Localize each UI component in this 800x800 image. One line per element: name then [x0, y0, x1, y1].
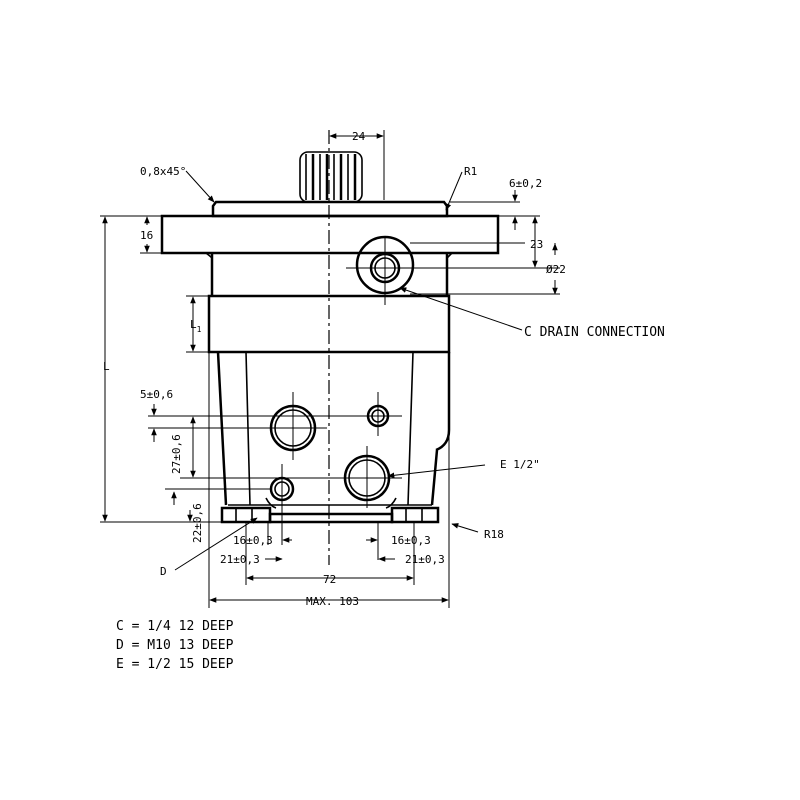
mounting-flange: [160, 214, 500, 255]
ports: [260, 235, 425, 545]
dim-shaft-offset: 24: [352, 130, 366, 143]
callout-port-d: D: [160, 565, 167, 578]
output-shaft: [299, 151, 363, 203]
dim-drain-height: 23: [530, 238, 543, 251]
dim-port-vertical-a: 27±0,6: [170, 434, 183, 474]
dim-chamfer: 0,8x45°: [140, 165, 186, 178]
port-e-upper: [260, 392, 327, 460]
legend-line-c: C = 1/4 12 DEEP: [116, 619, 234, 634]
dim-overall-length: L: [103, 360, 110, 373]
callout-port-e: E 1/2": [500, 458, 540, 471]
legend: C = 1/4 12 DEEP D = M10 13 DEEP E = 1/2 …: [116, 619, 234, 672]
port-e-lower: [333, 446, 402, 508]
dimension-lines: [100, 130, 560, 608]
dim-drain-diameter: Ø22: [546, 263, 566, 276]
pilot-collar: [211, 200, 449, 218]
dim-left-edge-spacing: 21±0,3: [220, 553, 260, 566]
dim-radius-r18: R18: [484, 528, 504, 541]
dim-flange-thickness: 16: [140, 229, 153, 242]
callout-drain-connection: C DRAIN CONNECTION: [524, 325, 665, 340]
dim-port-offset-small: 5±0,6: [140, 388, 173, 401]
dim-flange-offset: 6±0,2: [509, 177, 542, 190]
motor-outline: [160, 151, 500, 524]
legend-line-d: D = M10 13 DEEP: [116, 638, 234, 653]
dim-section-length: L1: [190, 318, 202, 334]
dimension-labels: 24 0,8x45° R1 6±0,2 16 23 Ø22 L L1 5±0,6…: [103, 130, 566, 608]
dim-right-edge-spacing: 21±0,3: [405, 553, 445, 566]
dim-left-port-spacing: 16±0,3: [233, 534, 273, 547]
mounting-feet: [220, 497, 440, 524]
port-d-upper: [366, 392, 390, 436]
dim-radius-r1: R1: [464, 165, 477, 178]
housing-section: [207, 294, 451, 354]
callout-labels: C DRAIN CONNECTION E 1/2" D: [160, 325, 665, 578]
drain-port-c: [346, 235, 425, 305]
dim-right-port-spacing: 16±0,3: [391, 534, 431, 547]
dim-foot-distance: 72: [323, 573, 336, 586]
dim-max-width: MAX. 103: [306, 595, 359, 608]
legend-line-e: E = 1/2 15 DEEP: [116, 657, 234, 672]
dim-port-vertical-b: 22±0,6: [191, 503, 204, 543]
